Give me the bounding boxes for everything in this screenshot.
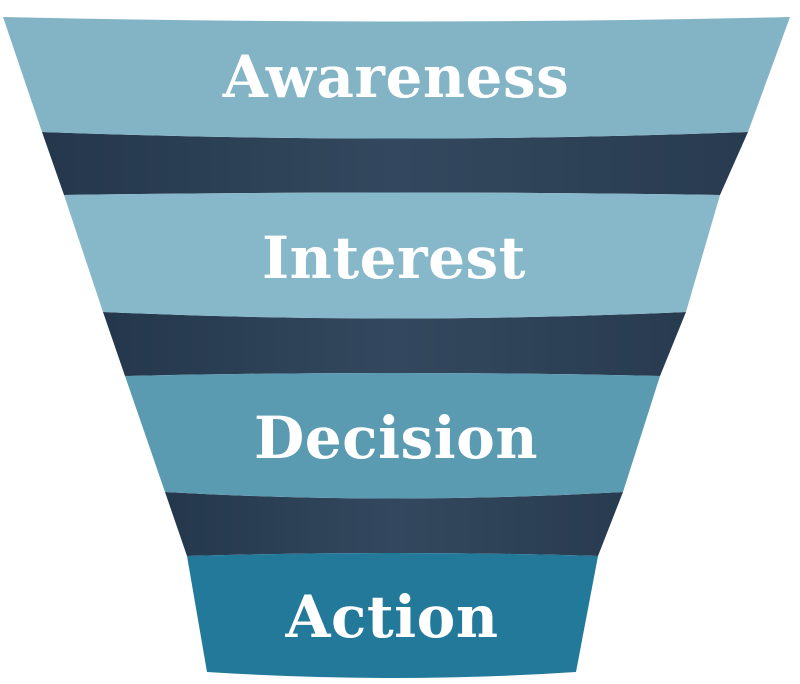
fold-connector-2 — [103, 312, 686, 376]
funnel-stage-action — [187, 553, 598, 678]
stage-label-interest: Interest — [262, 224, 526, 292]
fold-connector-3 — [165, 492, 623, 556]
fold-connector-1 — [42, 132, 748, 195]
stage-label-action: Action — [285, 583, 499, 651]
funnel-stage-decision — [125, 373, 660, 499]
stage-label-decision: Decision — [254, 404, 538, 472]
stage-label-awareness: Awareness — [222, 43, 570, 111]
funnel-stage-awareness — [3, 17, 790, 139]
funnel-stage-interest — [64, 192, 720, 319]
